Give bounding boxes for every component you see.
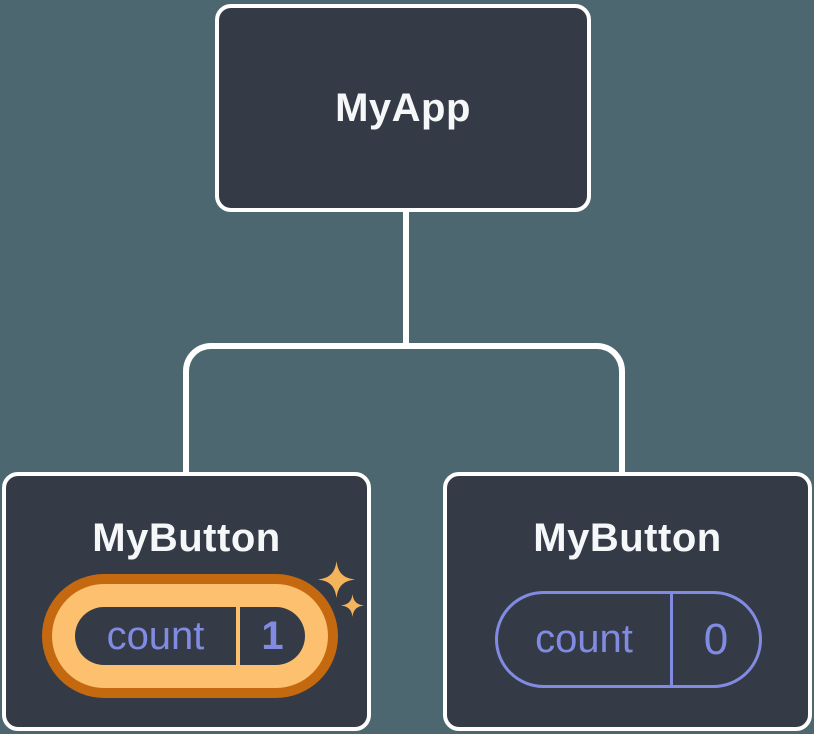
node-title: MyButton — [533, 516, 722, 560]
sparkle-icon-small — [341, 594, 364, 617]
state-key-label: count — [535, 617, 633, 661]
tree-node-myapp: MyApp — [215, 4, 591, 212]
sparkle-icon-large — [318, 561, 355, 598]
tree-node-mybutton-left: MyButton count 1 — [2, 472, 371, 731]
node-title: MyButton — [92, 516, 281, 560]
tree-node-mybutton-right: MyButton count 0 — [443, 472, 812, 731]
state-pill-core: count 1 — [75, 607, 305, 665]
connector-branch — [183, 343, 625, 473]
state-value: 1 — [261, 613, 284, 658]
node-title: MyApp — [335, 85, 471, 130]
state-pill-divider — [236, 607, 240, 665]
state-pill-plain: count 0 — [495, 591, 762, 688]
state-key-label: count — [106, 613, 205, 658]
state-value: 0 — [703, 614, 729, 664]
state-pill-highlighted: count 1 — [42, 574, 338, 698]
connector-stem — [403, 212, 409, 346]
highlight-ring: count 1 — [52, 584, 328, 688]
state-pill-divider — [670, 594, 673, 685]
